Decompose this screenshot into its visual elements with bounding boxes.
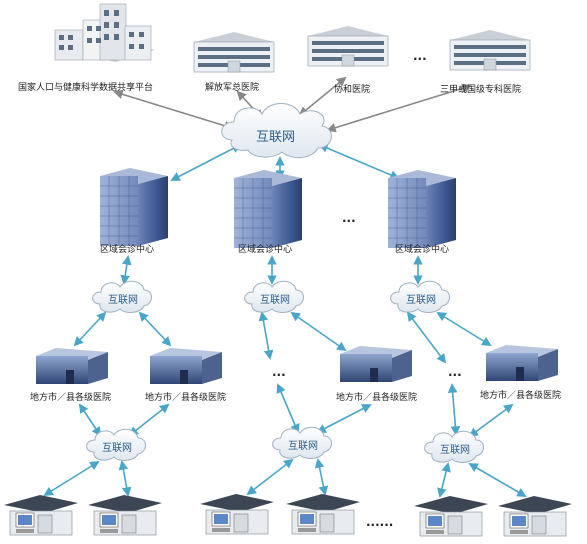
server-tower-icon — [99, 167, 169, 247]
link-rc2-local3 — [290, 311, 347, 352]
link-hospital3-cloud — [326, 83, 472, 133]
workstation-icon — [87, 494, 163, 536]
regional-cloud-3-label: 互联网 — [406, 294, 436, 306]
link-rc1-local2 — [138, 311, 172, 347]
link-center1-cloud — [120, 255, 132, 285]
link-hospital2-cloud — [298, 76, 347, 117]
local-cloud-2-label: 互联网 — [288, 440, 318, 452]
regional-cloud-2: 互联网 — [244, 280, 304, 313]
hospital-building-icon — [307, 25, 389, 67]
link-branch3-lc3 — [447, 383, 461, 436]
main-cloud-label: 互联网 — [256, 130, 295, 145]
center-2-label: 区域会诊中心 — [238, 243, 292, 255]
link-cloud-center1 — [170, 144, 242, 181]
link-local3-lc2 — [316, 404, 372, 433]
regional-cloud-2-label: 互联网 — [260, 294, 290, 306]
link-rc1-local1 — [73, 311, 107, 347]
server-tower-icon — [387, 169, 457, 249]
connections — [43, 76, 527, 498]
local-cloud-1: 互联网 — [86, 428, 146, 461]
centers-ellipsis: ... — [342, 211, 356, 225]
workstation-icon — [413, 495, 489, 537]
branch-3-ellipsis: ... — [448, 365, 462, 379]
link-local4-lc3 — [468, 403, 514, 438]
branch-2-ellipsis: ... — [272, 365, 286, 379]
server-tower-icon — [233, 169, 303, 249]
local-hospital-4-label: 地方市／县各级医院 — [480, 389, 561, 401]
local-cloud-3: 互联网 — [424, 430, 484, 463]
local-cloud-1-label: 互联网 — [102, 442, 132, 454]
bottom-ellipsis: ...... — [366, 515, 393, 529]
link-lc2-ws3 — [246, 458, 294, 496]
link-lc1-ws1 — [43, 460, 100, 497]
workstation-icon — [3, 494, 79, 536]
link-platform-cloud — [113, 89, 234, 131]
regional-cloud-1-label: 互联网 — [108, 294, 138, 306]
hospital-1-label: 解放军总医院 — [205, 81, 259, 93]
center-3-label: 区域会诊中心 — [395, 243, 449, 255]
workstation-icon — [497, 495, 573, 537]
workstation-icon — [285, 493, 361, 535]
link-lc3-ws5 — [437, 462, 451, 498]
workstation-icon — [199, 493, 275, 535]
main-internet-cloud: 互联网 — [221, 103, 332, 158]
link-branch2-lc2 — [276, 383, 300, 434]
hospital-building-icon — [193, 31, 275, 73]
link-rc3-local4 — [436, 311, 492, 347]
link-lc1-ws2 — [118, 460, 132, 497]
local-cloud-3-label: 互联网 — [440, 444, 470, 456]
link-local2-lc1 — [128, 403, 170, 437]
platform-label: 国家人口与健康科学数据共享平台 — [18, 81, 153, 93]
local-hospital-icon — [36, 348, 108, 384]
local-hospital-3-label: 地方市／县各级医院 — [336, 391, 417, 403]
link-rc3-branch — [406, 311, 447, 364]
hospital-building-icon — [449, 29, 531, 71]
link-lc2-ws4 — [314, 458, 329, 496]
local-hospital-icon — [486, 345, 558, 381]
local-hospital-icon — [340, 346, 412, 382]
platform-buildings-icon — [54, 3, 155, 62]
link-local1-lc1 — [78, 403, 102, 437]
regional-cloud-3: 互联网 — [390, 280, 450, 313]
local-cloud-2: 互联网 — [272, 426, 332, 459]
hospital-2-label: 协和医院 — [334, 83, 370, 95]
link-rc2-branch — [258, 311, 274, 360]
link-lc3-ws6 — [468, 463, 527, 497]
top-ellipsis: ... — [413, 49, 427, 63]
local-hospital-1-label: 地方市／县各级医院 — [30, 391, 111, 403]
hospital-3-label: 三甲或国级专科医院 — [440, 83, 521, 95]
local-hospital-icon — [150, 348, 222, 384]
local-hospital-2-label: 地方市／县各级医院 — [145, 391, 226, 403]
regional-cloud-1: 互联网 — [92, 280, 152, 313]
link-cloud-center3 — [318, 143, 400, 180]
center-1-label: 区域会诊中心 — [100, 243, 154, 255]
